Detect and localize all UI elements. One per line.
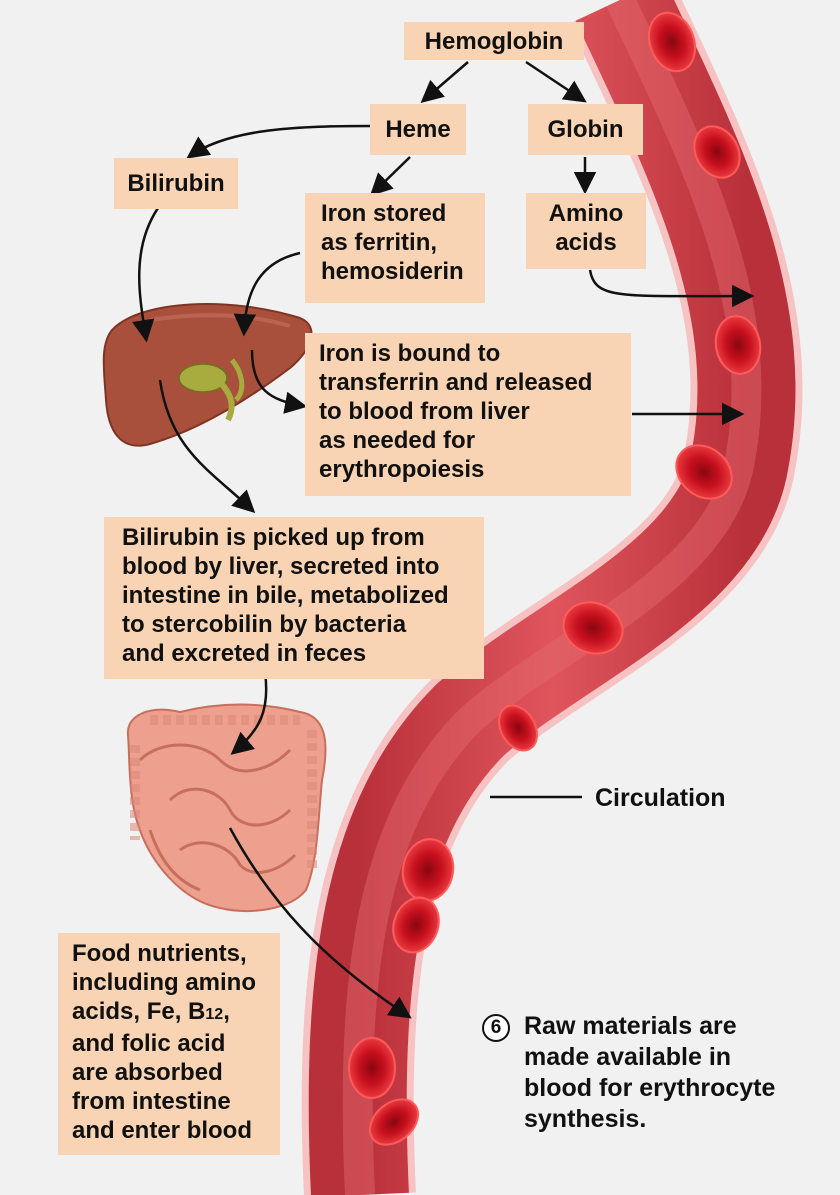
label-iron-stored: Iron stored as ferritin, hemosiderin	[305, 193, 485, 303]
label-bilirubin-path: Bilirubin is picked up from blood by liv…	[104, 517, 484, 679]
intestine-icon	[128, 705, 326, 911]
label-amino-acids: Amino acids	[526, 193, 646, 269]
liver-icon	[104, 304, 312, 446]
label-iron-bound: Iron is bound to transferrin and release…	[305, 333, 631, 496]
label-bilirubin: Bilirubin	[114, 158, 238, 209]
arrow-hemoglobin-to-heme	[424, 62, 468, 100]
step-number-badge: 6	[482, 1014, 510, 1042]
label-hemoglobin: Hemoglobin	[404, 22, 584, 60]
arrow-heme-to-bilirubin	[190, 126, 372, 156]
label-globin: Globin	[528, 104, 643, 155]
label-heme: Heme	[370, 104, 466, 155]
arrow-heme-to-iron	[373, 157, 410, 193]
b12-subscript: 12	[205, 1006, 223, 1023]
label-raw-materials: Raw materials are made available in bloo…	[524, 1011, 775, 1135]
label-circulation: Circulation	[595, 783, 726, 814]
label-food-nutrients: Food nutrients, including amino acids, F…	[58, 933, 280, 1155]
rbc-icon	[349, 1038, 395, 1098]
arrow-hemoglobin-to-globin	[526, 62, 583, 100]
